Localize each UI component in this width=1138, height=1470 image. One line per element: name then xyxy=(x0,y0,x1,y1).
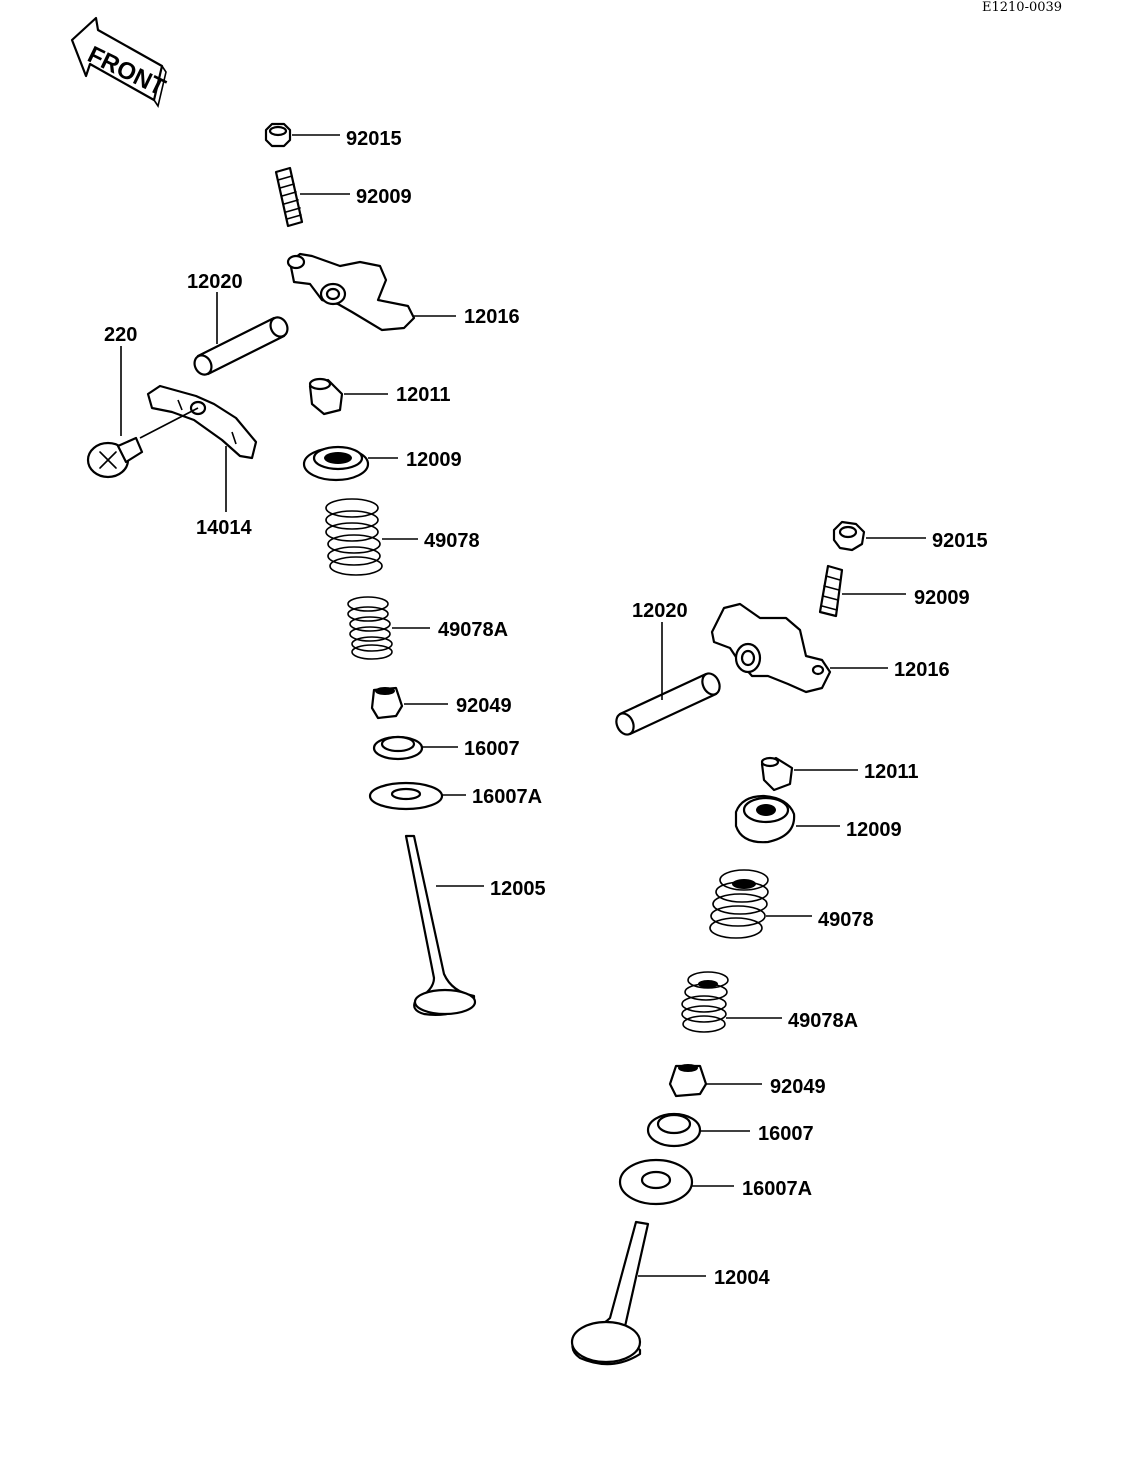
part-r-92049-seal xyxy=(668,1064,762,1098)
part-l-12009-retainer xyxy=(302,445,398,482)
label-r-12004: 12004 xyxy=(714,1267,770,1289)
label-l-12020: 12020 xyxy=(187,271,243,293)
label-r-92049: 92049 xyxy=(770,1076,826,1098)
label-r-49078: 49078 xyxy=(818,909,874,931)
part-l-92049-seal xyxy=(370,686,448,720)
label-l-220: 220 xyxy=(104,324,137,346)
part-r-12020-shaft xyxy=(615,622,721,736)
label-r-12011: 12011 xyxy=(864,761,919,783)
label-l-14014: 14014 xyxy=(196,517,252,539)
label-l-92009: 92009 xyxy=(356,186,412,208)
label-l-49078A: 49078A xyxy=(438,619,508,641)
part-r-49078-spring xyxy=(709,869,812,939)
part-r-16007-seat xyxy=(646,1112,750,1148)
label-l-92049: 92049 xyxy=(456,695,512,717)
part-l-49078-spring xyxy=(325,498,418,576)
part-l-12011-keeper xyxy=(308,377,388,416)
label-r-92015: 92015 xyxy=(932,530,988,552)
part-l-12020-shaft xyxy=(193,292,289,376)
label-r-16007A: 16007A xyxy=(742,1178,812,1200)
part-l-16007-seat xyxy=(372,735,458,761)
label-l-12011: 12011 xyxy=(396,384,451,406)
part-r-12004-valve xyxy=(570,1220,706,1366)
label-l-92015: 92015 xyxy=(346,128,402,150)
part-l-12016-rocker-arm xyxy=(286,252,456,332)
part-r-16007A-washer xyxy=(618,1158,734,1206)
part-r-49078A-spring xyxy=(681,971,782,1033)
label-r-92009: 92009 xyxy=(914,587,970,609)
part-r-92015-nut xyxy=(832,520,926,552)
label-r-12016: 12016 xyxy=(894,659,950,681)
part-l-14014-plate xyxy=(139,384,258,512)
front-arrow: FRONT xyxy=(70,16,170,108)
part-l-92009-stud xyxy=(274,166,350,228)
part-l-49078A-spring xyxy=(347,596,430,660)
document-code: E1210-0039 xyxy=(982,0,1063,15)
label-r-49078A: 49078A xyxy=(788,1010,858,1032)
label-l-16007A: 16007A xyxy=(472,786,542,808)
part-l-16007A-washer xyxy=(368,781,466,811)
part-l-220-screw xyxy=(86,346,144,479)
label-l-49078: 49078 xyxy=(424,530,480,552)
label-r-16007: 16007 xyxy=(758,1123,814,1145)
part-r-92009-stud xyxy=(818,564,906,618)
label-r-12009: 12009 xyxy=(846,819,902,841)
label-l-12016: 12016 xyxy=(464,306,520,328)
label-l-12009: 12009 xyxy=(406,449,462,471)
label-l-16007: 16007 xyxy=(464,738,520,760)
label-r-12020: 12020 xyxy=(632,600,688,622)
part-r-12009-retainer xyxy=(734,794,840,844)
part-r-12016-rocker-arm xyxy=(710,602,888,694)
part-l-92015-nut xyxy=(264,122,340,148)
label-l-12005: 12005 xyxy=(490,878,546,900)
part-r-12011-keeper xyxy=(760,756,858,792)
part-l-12005-valve xyxy=(404,834,484,1016)
